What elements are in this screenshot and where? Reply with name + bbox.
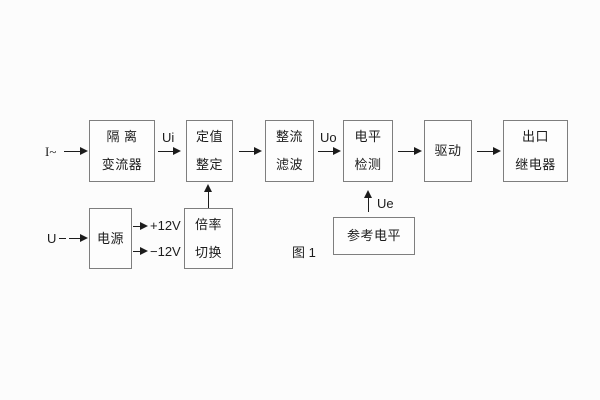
figure-caption: 图 1 [292, 245, 316, 260]
arrow-head-icon [364, 190, 372, 198]
voltage-input-arrow [69, 234, 88, 243]
current-input-label: I~ [45, 144, 57, 159]
block-label-line: 整流 [275, 129, 303, 144]
arrow-head-icon [80, 234, 88, 242]
block-label-line: 定值 [195, 129, 223, 144]
block-level-detect: 电平 检测 [343, 120, 393, 182]
block-label-line: 隔 离 [106, 129, 138, 144]
block-label-line: 继电器 [515, 157, 556, 172]
block-power-supply: 电源 [89, 208, 132, 269]
block-label-line: 切换 [194, 244, 222, 260]
arrow-head-icon [254, 147, 262, 155]
uo-signal-arrow [318, 147, 341, 156]
arrow-head-icon [140, 247, 148, 255]
level-to-driver-arrow [398, 147, 422, 156]
block-label-line: 驱动 [434, 143, 462, 158]
ui-signal-arrow [158, 147, 181, 156]
block-label-line: 倍率 [194, 216, 222, 232]
arrow-head-icon [333, 147, 341, 155]
minus-12v-arrow [133, 247, 148, 256]
block-label-line: 变流器 [101, 157, 143, 172]
current-input-arrow [64, 147, 88, 156]
arrow-head-icon [173, 147, 181, 155]
block-rectify-filter: 整流 滤波 [265, 120, 314, 182]
minus-12v-label: −12V [150, 244, 181, 259]
arrow-head-icon [414, 147, 422, 155]
block-label-line: 检测 [354, 157, 382, 172]
block-label-line: 参考电平 [346, 228, 401, 243]
driver-to-relay-arrow [477, 147, 501, 156]
block-label-line: 出口 [521, 129, 549, 144]
ue-signal-arrow [364, 190, 373, 212]
block-ratio-switch: 倍率 切换 [184, 208, 233, 269]
block-reference-level: 参考电平 [333, 217, 415, 255]
arrow-head-icon [80, 147, 88, 155]
plus-12v-arrow [133, 222, 148, 231]
block-setpoint-adjust: 定值 整定 [186, 120, 233, 182]
signal-ui-label: Ui [162, 130, 175, 145]
signal-uo-label: Uo [320, 130, 337, 145]
block-output-relay: 出口 继电器 [503, 120, 568, 182]
signal-ue-label: Ue [377, 196, 394, 211]
voltage-input-label: U [47, 231, 57, 246]
arrow-head-icon [204, 184, 212, 192]
block-label-line: 电平 [354, 129, 382, 144]
ratio-to-setpoint-arrow [204, 184, 213, 208]
voltage-input-dash [59, 238, 66, 239]
block-label-line: 电源 [96, 230, 124, 246]
block-label-line: 整定 [195, 157, 223, 172]
plus-12v-label: +12V [150, 218, 181, 233]
setpoint-to-rectify-arrow [239, 147, 262, 156]
arrow-head-icon [493, 147, 501, 155]
block-isolation-transformer: 隔 离 变流器 [89, 120, 155, 182]
block-label-line: 滤波 [275, 157, 303, 172]
arrow-head-icon [140, 222, 148, 230]
block-driver: 驱动 [424, 120, 472, 182]
